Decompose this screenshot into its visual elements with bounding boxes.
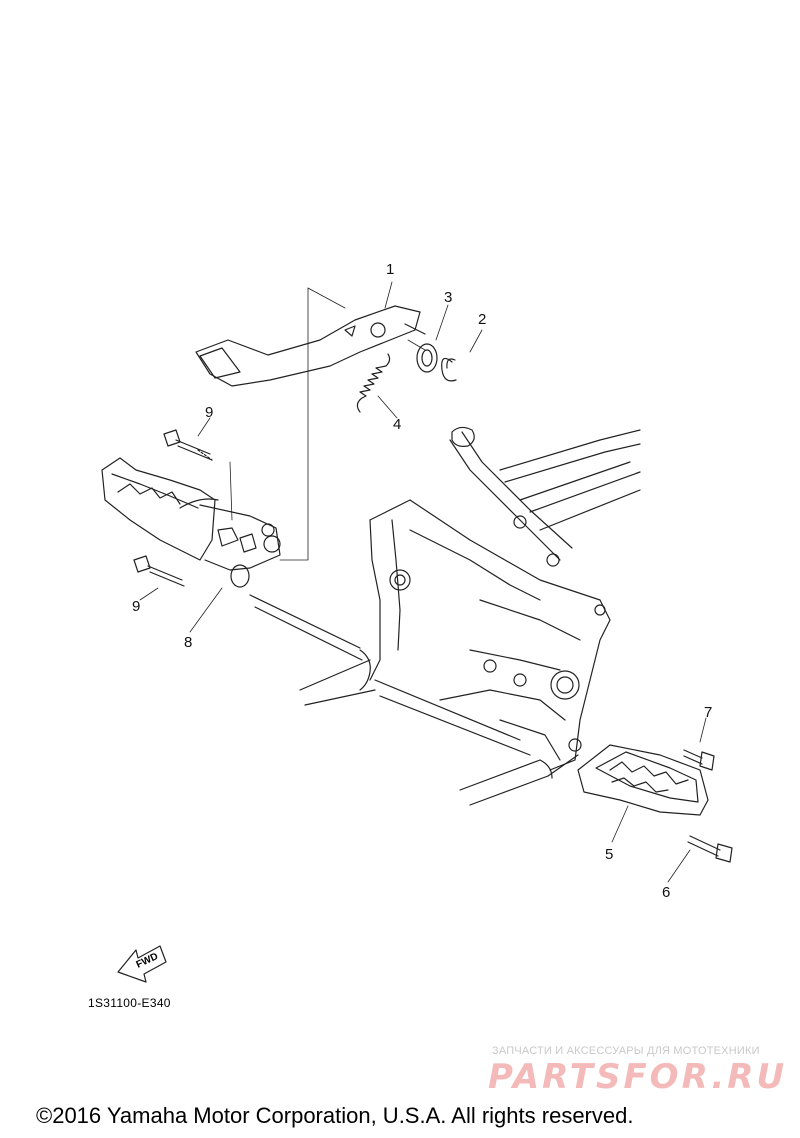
callout-1: 1 — [386, 261, 395, 278]
callout-7: 7 — [704, 704, 713, 721]
return-spring — [356, 353, 391, 413]
bolt-7 — [683, 749, 715, 771]
bolt-6 — [687, 835, 733, 863]
watermark-logo: PARTSFOR.RU — [488, 1057, 788, 1097]
callout-9-upper: 9 — [205, 404, 214, 421]
callout-8: 8 — [184, 634, 193, 651]
frame — [249, 426, 641, 806]
callout-6: 6 — [662, 884, 671, 901]
diagram-code: 1S31100-E340 — [88, 996, 171, 1010]
leader-lines — [139, 281, 707, 883]
fwd-arrow-icon — [117, 945, 167, 983]
bolt-lower — [133, 555, 185, 587]
copyright-notice: ©2016 Yamaha Motor Corporation, U.S.A. A… — [36, 1103, 634, 1128]
left-footrest-bracket — [101, 457, 281, 588]
callout-9-lower: 9 — [132, 598, 141, 615]
circlip — [441, 357, 457, 382]
washer — [416, 343, 438, 373]
callout-2: 2 — [478, 311, 487, 328]
watermark-tagline: ЗАПЧАСТИ И АКСЕССУАРЫ ДЛЯ МОТОТЕХНИКИ — [492, 1045, 760, 1057]
callout-5: 5 — [605, 846, 614, 863]
right-footrest — [577, 744, 709, 816]
callout-3: 3 — [444, 289, 453, 306]
callout-4: 4 — [393, 416, 402, 433]
bolt-upper — [163, 429, 213, 461]
brake-pedal — [195, 305, 426, 387]
